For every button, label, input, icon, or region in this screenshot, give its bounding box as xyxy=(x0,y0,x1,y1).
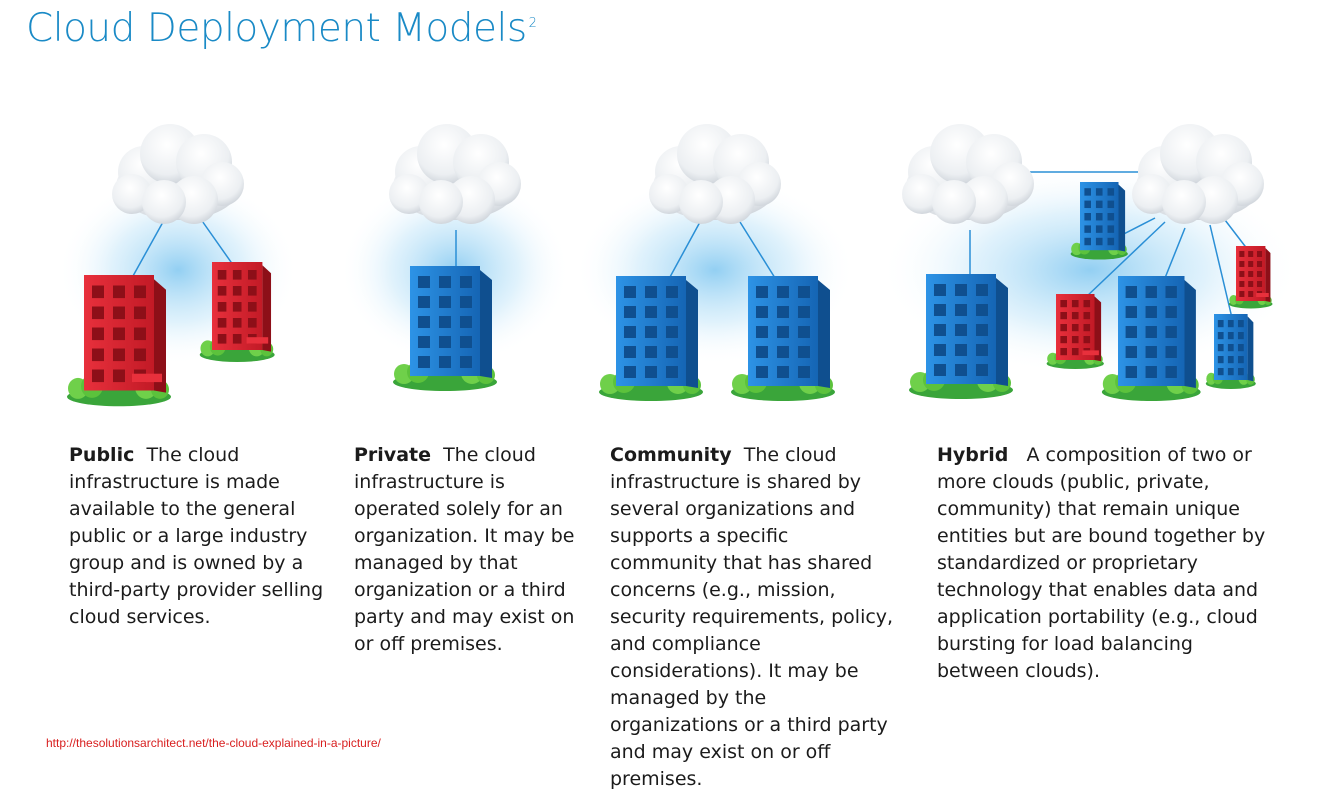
community-model-illustration xyxy=(575,124,855,401)
model-description-text: The cloud infrastructure is made availab… xyxy=(69,444,324,628)
model-description-text: A composition of two or more clouds (pub… xyxy=(937,444,1266,682)
hybrid-model-illustration xyxy=(880,124,1300,401)
model-description-text: The cloud infrastructure is operated sol… xyxy=(354,444,575,655)
community-model-description: Community The cloud infrastructure is sh… xyxy=(610,442,900,793)
public-model-illustration xyxy=(58,124,298,406)
model-description-text: The cloud infrastructure is shared by se… xyxy=(610,444,894,790)
model-name: Hybrid xyxy=(937,444,1009,466)
private-model-illustration xyxy=(340,124,570,391)
public-model-description: Public The cloud infrastructure is made … xyxy=(69,442,329,631)
source-link[interactable]: http://thesolutionsarchitect.net/the-clo… xyxy=(46,736,381,750)
model-name: Private xyxy=(354,444,431,466)
title-footnote-marker: 2 xyxy=(528,16,537,31)
model-name: Community xyxy=(610,444,732,466)
title-text: Cloud Deployment Models xyxy=(26,6,527,51)
model-name: Public xyxy=(69,444,135,466)
hybrid-model-description: Hybrid A composition of two or more clou… xyxy=(937,442,1267,685)
deployment-models-illustration xyxy=(58,124,1300,430)
private-model-description: Private The cloud infrastructure is oper… xyxy=(354,442,579,658)
